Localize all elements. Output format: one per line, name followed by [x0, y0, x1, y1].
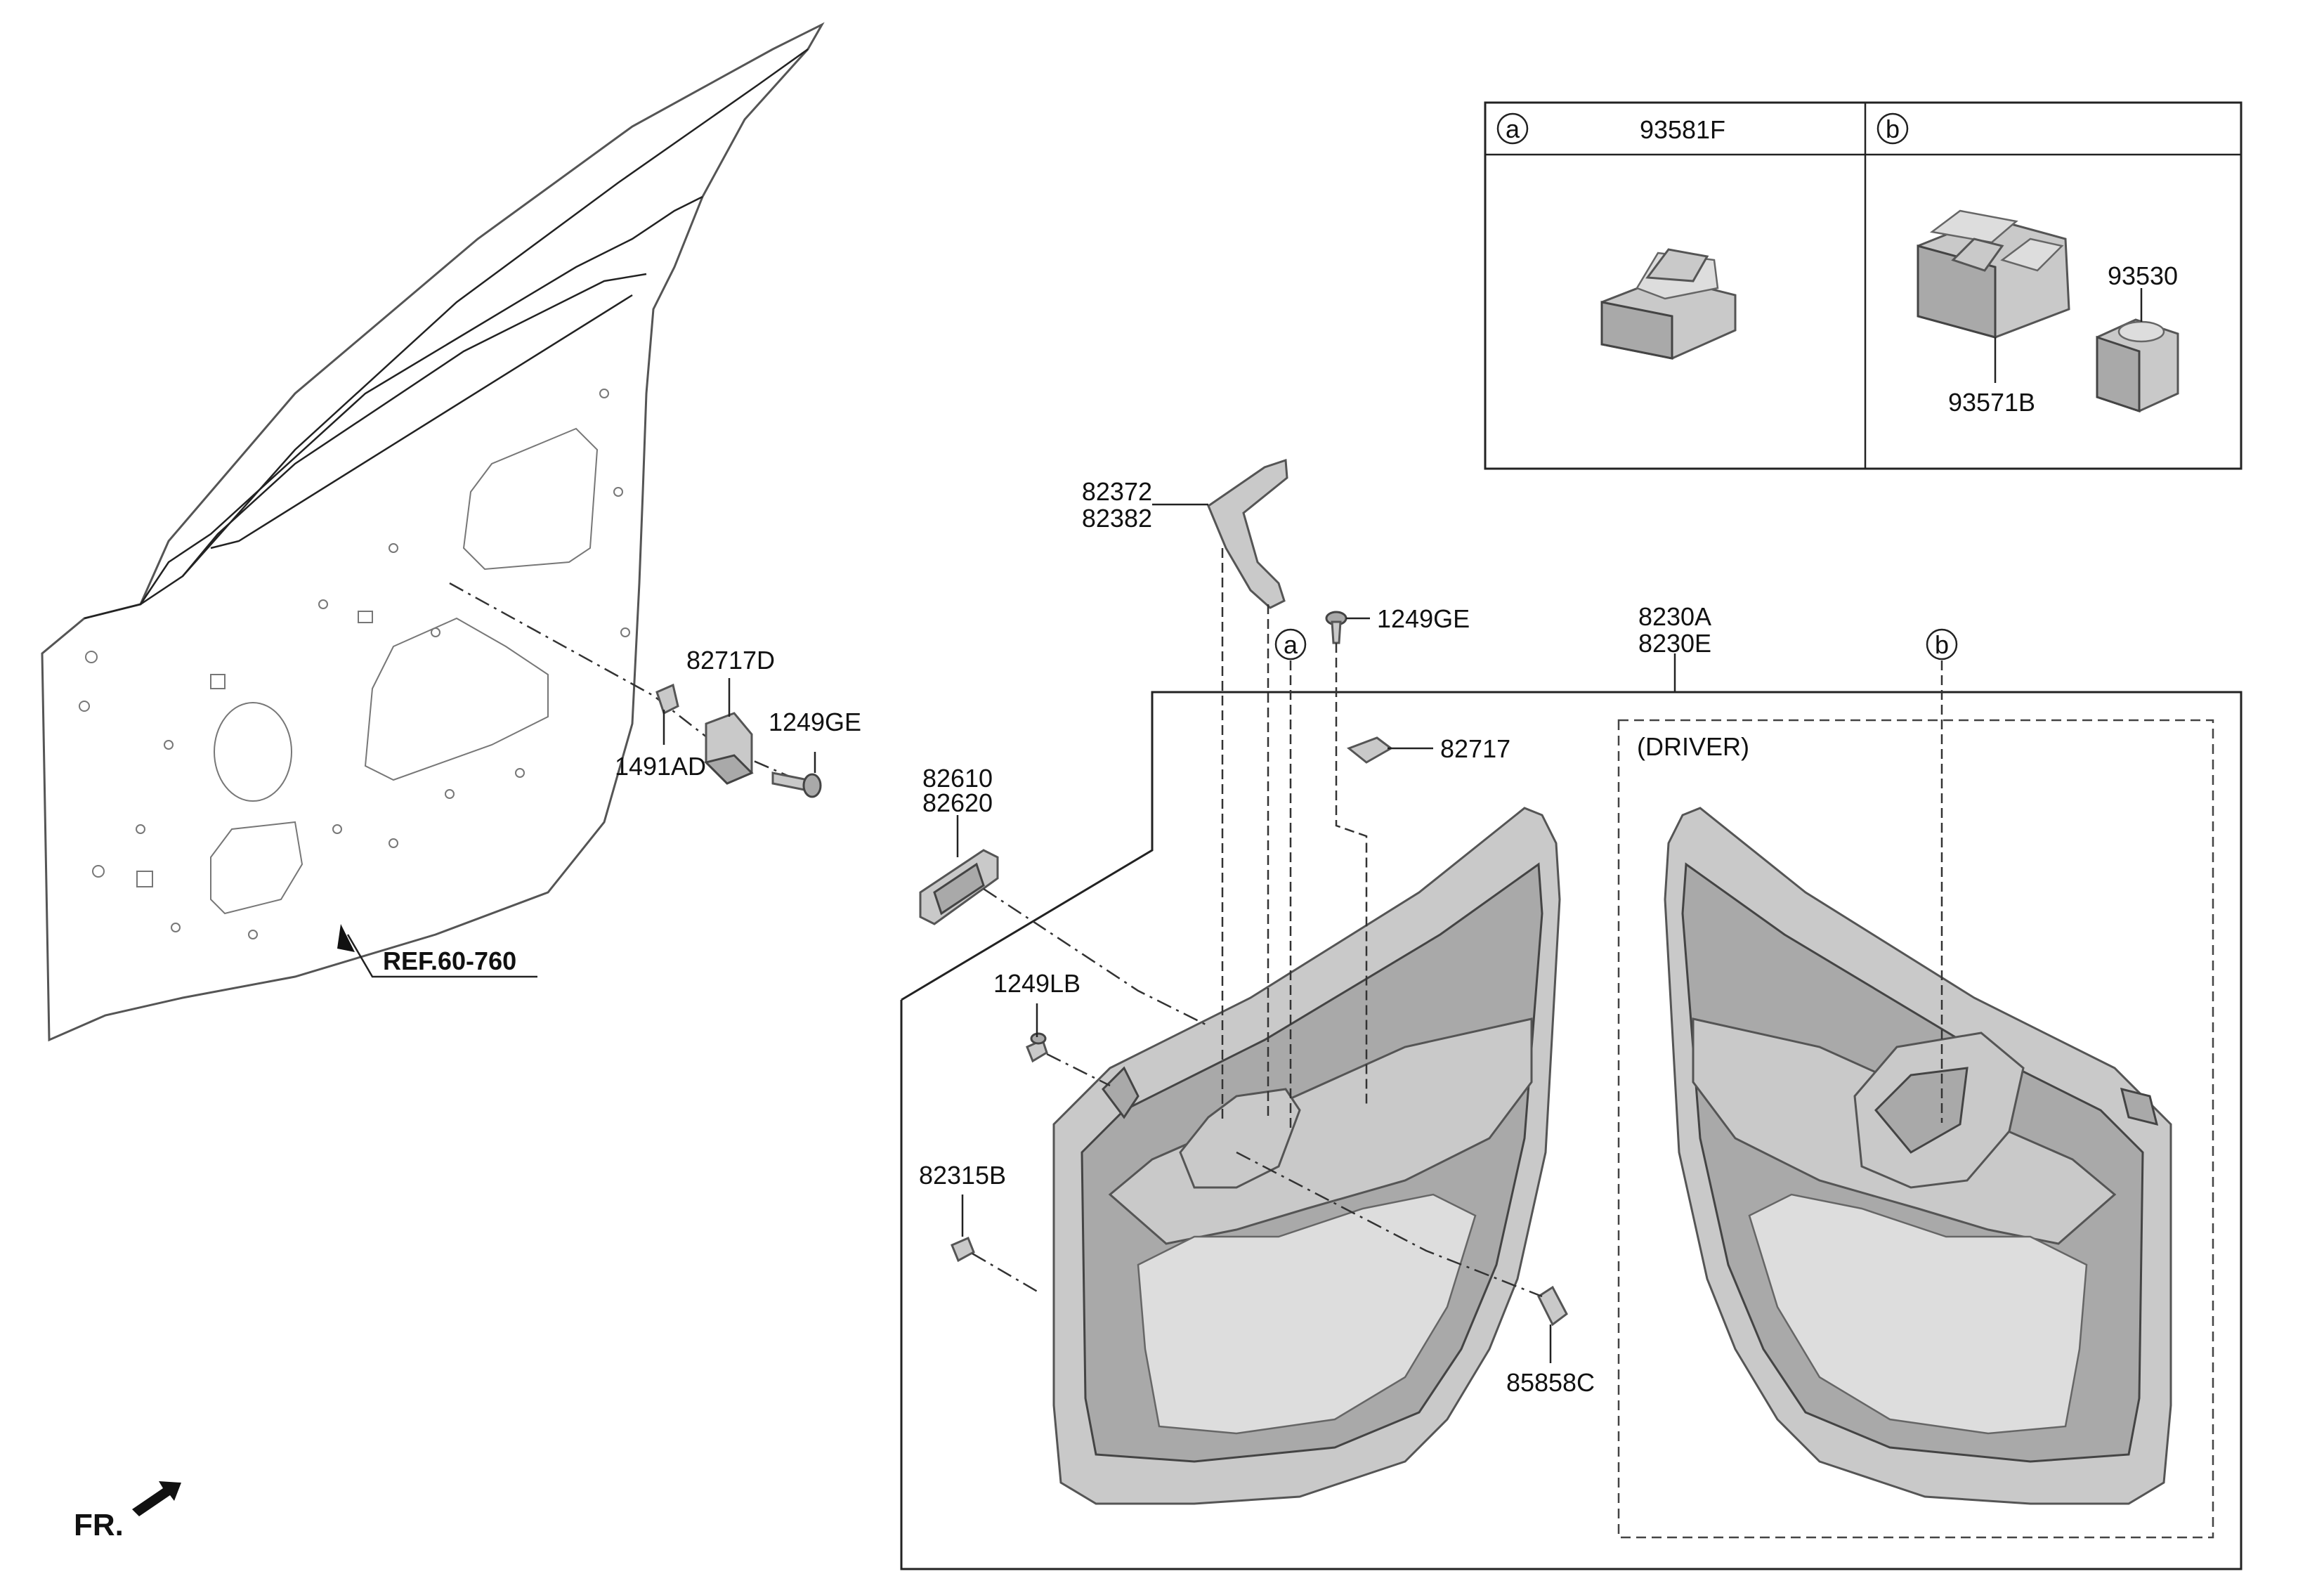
front-arrow-icon — [132, 1481, 181, 1516]
callout-a: a — [1274, 628, 1307, 660]
label-ref: REF.60-760 — [383, 946, 516, 975]
label-93530: 93530 — [2108, 261, 2178, 290]
label-driver: (DRIVER) — [1637, 732, 1749, 761]
fastener-1249LB — [1026, 1032, 1048, 1063]
label-8230E: 8230E — [1638, 629, 1711, 658]
assembly-frame — [900, 691, 2243, 1570]
door-inner-panel — [41, 22, 825, 1042]
label-fr: FR. — [74, 1508, 124, 1542]
label-82717: 82717 — [1440, 734, 1510, 763]
inset-marker-b: b — [1886, 115, 1900, 143]
callout-b: b — [1926, 628, 1958, 660]
screw-1249GE-left — [771, 772, 822, 798]
clip-85858C — [1537, 1285, 1568, 1327]
label-82372: 82372 — [1082, 477, 1152, 506]
label-82610: 82610 — [922, 764, 993, 793]
label-1249GE-left: 1249GE — [769, 708, 861, 736]
clip-82315B — [951, 1237, 975, 1263]
switch-93530 — [2096, 318, 2179, 413]
label-82315B: 82315B — [919, 1161, 1006, 1190]
label-1249GE-top: 1249GE — [1377, 604, 1470, 633]
inset-table — [1484, 101, 2243, 470]
inset-marker-a: a — [1506, 115, 1520, 143]
callout-a-text: a — [1284, 630, 1298, 659]
door-trim-passenger — [1052, 807, 1561, 1505]
switch-93571B — [1917, 209, 2070, 339]
label-82620: 82620 — [922, 788, 993, 817]
label-1249LB: 1249LB — [993, 969, 1081, 998]
label-93581F: 93581F — [1640, 115, 1725, 144]
clip-1491AD — [655, 683, 679, 715]
label-82382: 82382 — [1082, 504, 1152, 533]
bracket-82610 — [919, 849, 999, 925]
driver-frame — [1617, 719, 2214, 1539]
ref-arrow — [337, 924, 537, 978]
bracket-82717D — [704, 712, 754, 785]
switch-93581F — [1600, 248, 1737, 360]
door-trim-driver — [1664, 807, 2172, 1505]
screw-1249GE-top — [1325, 611, 1347, 644]
garnish-82372 — [1207, 458, 1288, 609]
callout-b-text: b — [1935, 630, 1949, 659]
label-82717D: 82717D — [686, 646, 775, 675]
label-1491AD: 1491AD — [615, 752, 706, 781]
label-8230A: 8230A — [1638, 602, 1711, 631]
clip-82717 — [1347, 736, 1393, 764]
label-85858C: 85858C — [1506, 1368, 1595, 1397]
label-93571B: 93571B — [1948, 388, 2035, 417]
